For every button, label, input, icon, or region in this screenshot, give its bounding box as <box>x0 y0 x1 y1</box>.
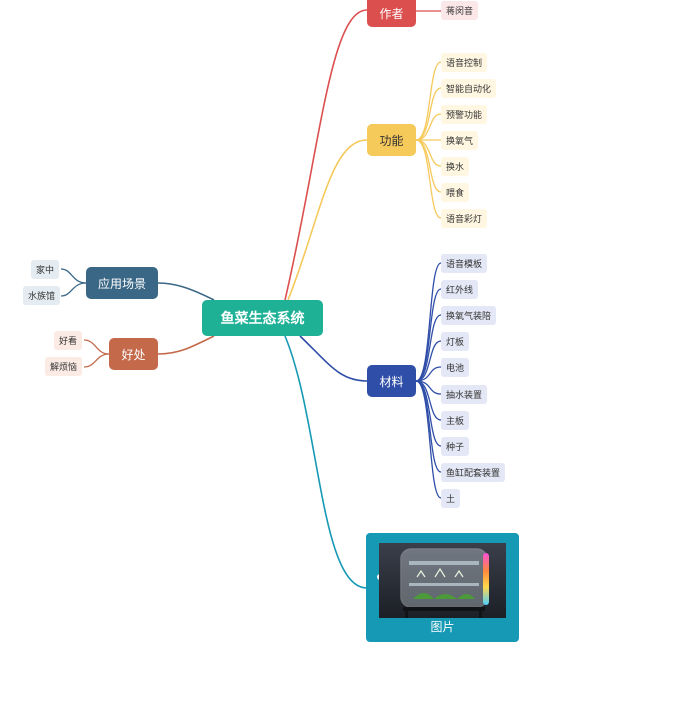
branch-author[interactable]: 作者 <box>367 0 416 27</box>
leaf-function-alert[interactable]: 预警功能 <box>441 105 488 124</box>
leaf-material-4[interactable]: 电池 <box>441 358 470 377</box>
leaf-material-3[interactable]: 灯板 <box>441 332 470 351</box>
root-node[interactable]: 鱼菜生态系统 <box>202 300 323 336</box>
leaf-function-water[interactable]: 换水 <box>441 157 470 176</box>
aquaponics-photo <box>379 543 506 618</box>
leaf-function-voice-light[interactable]: 语音彩灯 <box>441 209 488 228</box>
leaf-material-5[interactable]: 抽水装置 <box>441 385 488 404</box>
aquaponics-tank-illustration <box>379 543 506 618</box>
leaf-function-smart-automation[interactable]: 智能自动化 <box>441 79 497 98</box>
leaf-material-7[interactable]: 种子 <box>441 437 470 456</box>
leaf-function-feeding[interactable]: 喂食 <box>441 183 470 202</box>
leaf-material-0[interactable]: 语音模板 <box>441 254 488 273</box>
edge-root-scene <box>157 282 215 301</box>
branch-scene[interactable]: 应用场景 <box>86 267 158 299</box>
leaf-function-voice-control[interactable]: 语音控制 <box>441 53 488 72</box>
edge-root-benefit <box>157 335 215 355</box>
leaf-material-8[interactable]: 鱼缸配套装置 <box>441 463 506 482</box>
leaf-benefit-pretty[interactable]: 好看 <box>54 331 83 350</box>
branch-material[interactable]: 材料 <box>367 365 416 397</box>
edge-root-material <box>299 335 368 382</box>
leaf-material-9[interactable]: 土 <box>441 489 461 508</box>
leaf-benefit-relief[interactable]: 解烦恼 <box>45 357 83 376</box>
edge-root-function <box>287 139 368 301</box>
leaf-scene-aquarium[interactable]: 水族馆 <box>23 286 61 305</box>
leaf-author-name[interactable]: 蒋闵音 <box>441 1 479 20</box>
branch-function[interactable]: 功能 <box>367 124 416 156</box>
edge-root-image <box>284 335 368 589</box>
branch-image[interactable]: 图片 <box>366 533 519 642</box>
leaf-material-1[interactable]: 红外线 <box>441 280 479 299</box>
leaf-material-2[interactable]: 换氧气装陪 <box>441 306 497 325</box>
branch-benefit[interactable]: 好处 <box>109 338 158 370</box>
leaf-function-oxygen[interactable]: 换氧气 <box>441 131 479 150</box>
leaf-material-6[interactable]: 主板 <box>441 411 470 430</box>
leaf-scene-home[interactable]: 家中 <box>31 260 60 279</box>
edge-root-author <box>284 9 368 301</box>
image-caption: 图片 <box>430 620 455 634</box>
